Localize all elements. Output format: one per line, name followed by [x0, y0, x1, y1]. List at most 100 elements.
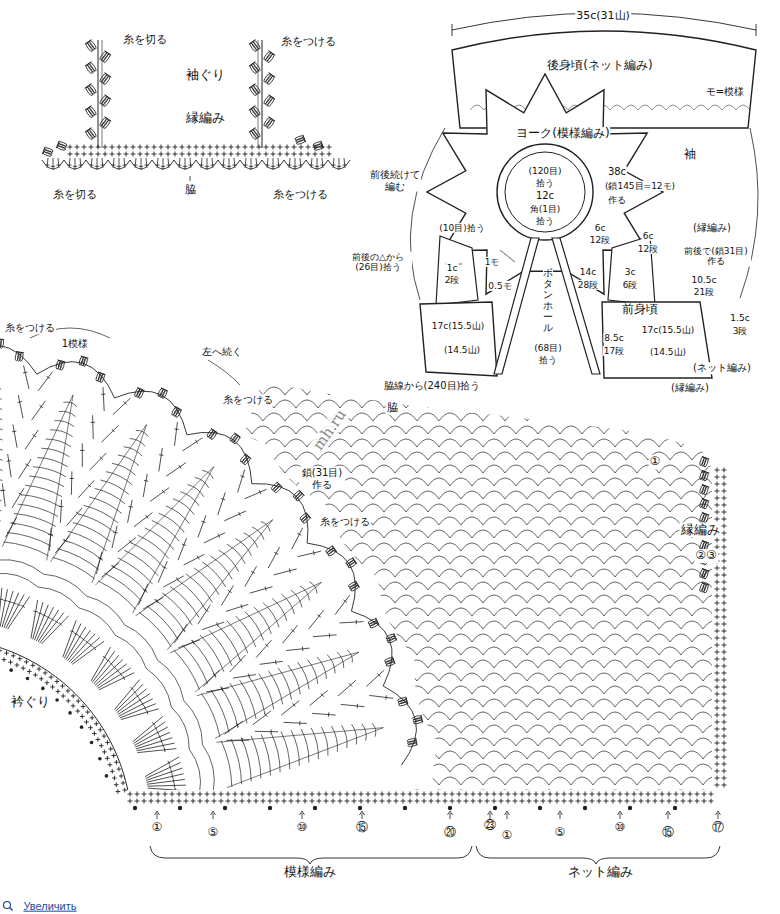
- net-stitch-area: [615, 543, 637, 551]
- yoke-pattern-area: [57, 549, 98, 570]
- net-stitch-area: [560, 790, 582, 798]
- yoke-pattern-area: [201, 521, 205, 522]
- net-stitch-area: [351, 413, 373, 421]
- yoke-pattern-area: [18, 504, 58, 516]
- edging-stitches: [722, 643, 727, 648]
- net-stitch-area: [494, 400, 516, 408]
- edging-stitches: [352, 799, 357, 804]
- yoke-pattern-area: [144, 480, 148, 482]
- yoke-pattern-area: [213, 673, 216, 676]
- armhole-edging-chart: [102, 158, 103, 168]
- section-bracket: [150, 846, 720, 864]
- yoke-pattern-area: [33, 611, 37, 613]
- yoke-pattern-area: [7, 460, 11, 462]
- armhole-edging-chart: [138, 145, 143, 150]
- yoke-pattern-area: [88, 484, 91, 487]
- yoke-pattern-area: [357, 704, 358, 708]
- armhole-edging-chart: [177, 164, 181, 165]
- net-stitch-area: [505, 569, 527, 577]
- row-number: ①: [151, 821, 164, 835]
- edging-stitches: [715, 748, 720, 753]
- armhole-edging-chart: [271, 152, 276, 157]
- edging-stitches: [667, 799, 672, 804]
- yoke-pattern-area: [0, 406, 2, 409]
- yoke-pattern-area: [340, 622, 364, 623]
- net-stitch-area: [637, 387, 659, 395]
- net-stitch-area: [516, 400, 538, 408]
- yoke-pattern-area: [159, 454, 163, 456]
- yoke-pattern-area: [307, 543, 355, 611]
- net-stitch-area: [549, 465, 571, 473]
- armhole-edging-chart: [320, 152, 325, 157]
- net-stitch-area: [582, 634, 604, 642]
- net-stitch-area: [483, 673, 505, 681]
- armhole-edging-chart: [299, 152, 304, 157]
- yoke-pattern-area: [282, 625, 297, 643]
- armhole-edging-chart: [221, 164, 225, 165]
- net-stitch-area: [450, 738, 472, 746]
- edging-stitches: [548, 799, 553, 804]
- net-stitch-area: [472, 556, 494, 564]
- net-stitch-area: [648, 530, 670, 538]
- edging-stitches: [110, 769, 115, 774]
- yoke-pattern-area: [195, 582, 321, 692]
- edging-stitches: [366, 799, 371, 804]
- edging-stitches: [247, 792, 252, 797]
- edging-stitches: [191, 799, 196, 804]
- net-stitch-area: [516, 530, 538, 538]
- net-stitch-area: [472, 764, 494, 772]
- edging-stitches: [722, 783, 727, 788]
- net-stitch-area: [637, 777, 659, 785]
- edging-stitches: [105, 774, 109, 778]
- yoke-pattern-area: [63, 402, 76, 407]
- net-stitch-area: [571, 439, 593, 447]
- yoke-pattern-area: [263, 603, 279, 628]
- yoke-pattern-area: [80, 450, 84, 451]
- armhole-edging-chart: [79, 164, 83, 165]
- armhole-edging-chart: [309, 164, 313, 165]
- edging-stitches: [60, 684, 65, 689]
- net-stitch-area: [494, 738, 516, 746]
- yoke-pattern-area: [239, 512, 241, 516]
- net-stitch-area: [472, 712, 494, 720]
- yoke-pattern-area: [228, 590, 232, 592]
- edging-stitches: [722, 510, 727, 515]
- yoke-pattern-area: [119, 699, 153, 716]
- net-stitch-area: [483, 491, 505, 499]
- net-stitch-area: [505, 621, 527, 629]
- net-stitch-area: [417, 569, 439, 577]
- edging-stitches: [121, 781, 126, 786]
- yoke-pattern-area: [179, 465, 181, 469]
- armhole-edging-chart: [201, 145, 206, 150]
- yoke-pattern-area: [281, 594, 294, 614]
- yoke-pattern-area: [271, 733, 280, 772]
- yoke-pattern-area: [72, 641, 104, 664]
- net-stitch-area: [582, 582, 604, 590]
- yoke-pattern-area: [144, 706, 146, 710]
- net-stitch-area: [428, 400, 450, 408]
- net-stitch-area: [615, 465, 637, 473]
- net-stitch-area: [615, 699, 637, 707]
- net-stitch-area: [571, 595, 593, 603]
- yoke-pattern-area: [164, 748, 165, 752]
- edging-stitches: [56, 689, 61, 694]
- yoke-pattern-area: [191, 640, 216, 678]
- edging-stitches: [618, 792, 623, 797]
- net-stitch-area: [681, 595, 703, 603]
- row-arrows: [155, 811, 160, 815]
- net-stitch-area: [428, 556, 450, 564]
- net-stitch-area: [582, 530, 604, 538]
- edging-stitches: [715, 671, 720, 676]
- net-stitch-area: [439, 751, 461, 759]
- yoke-pattern-area: [168, 761, 170, 765]
- edging-stitches: [715, 517, 720, 522]
- armhole-edging-chart: [317, 158, 318, 170]
- yoke-pattern-area: [278, 668, 291, 700]
- net-stitch-area: [538, 452, 560, 460]
- yoke-pattern-area: [161, 739, 162, 743]
- net-stitch-area: [571, 725, 593, 733]
- armhole-edging-chart: [117, 152, 122, 157]
- edging-stitches: [660, 792, 665, 797]
- yoke-pattern-area: [138, 535, 169, 558]
- armhole-edging-chart: [168, 158, 169, 168]
